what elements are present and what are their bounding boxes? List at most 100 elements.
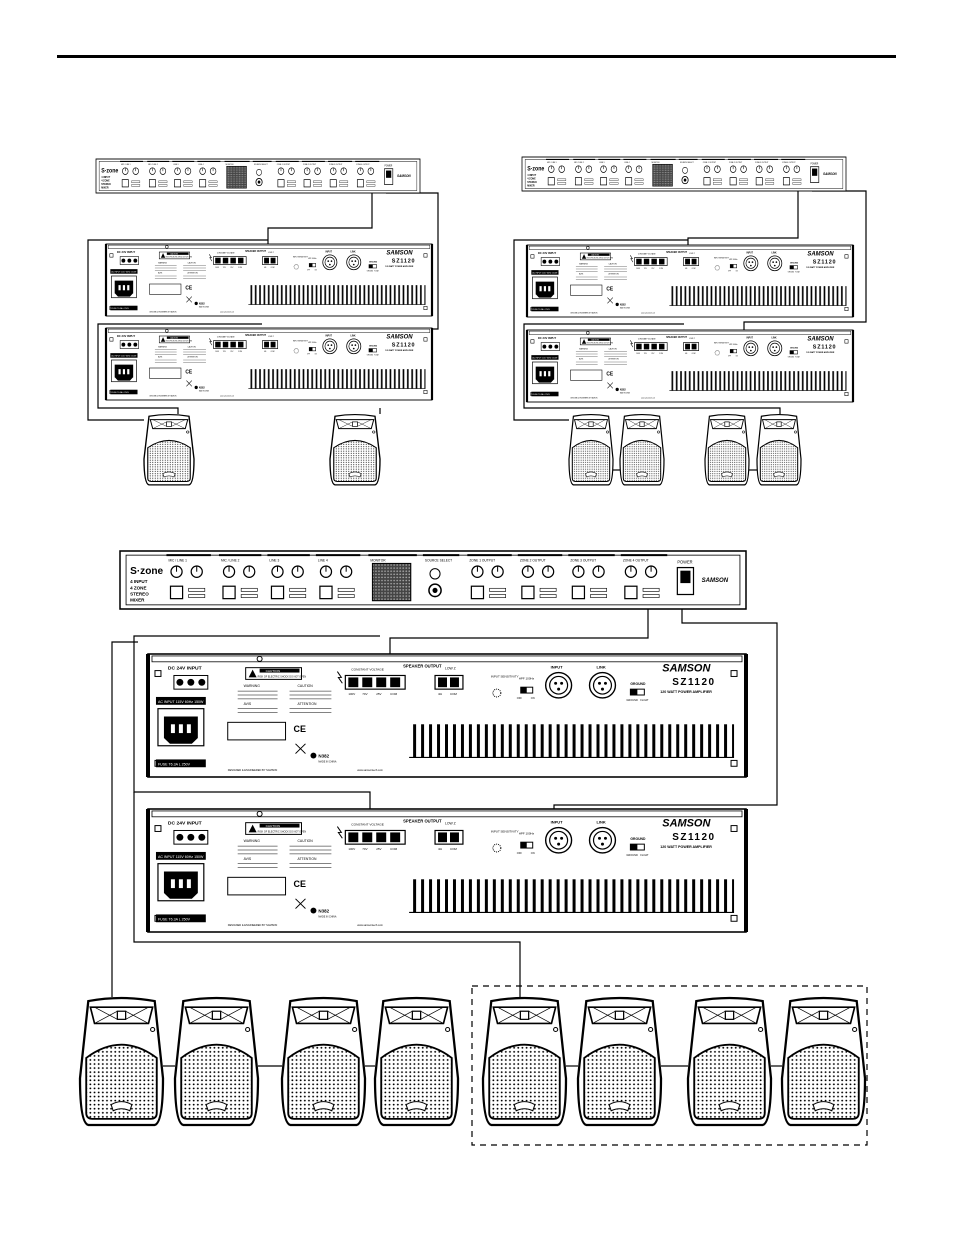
mixer-logo: S·zone bbox=[130, 566, 163, 577]
svg-text:4 ZONE: 4 ZONE bbox=[101, 179, 110, 182]
ac-input-label: AC INPUT 115V 60Hz 150W bbox=[111, 355, 136, 358]
svg-text:ON: ON bbox=[315, 269, 317, 271]
rack-screw bbox=[844, 391, 849, 396]
mixer-section-label: ZONE 4 OUTPUT bbox=[782, 162, 796, 164]
rack-screw bbox=[844, 306, 849, 311]
attention-label: ATTENTION bbox=[609, 358, 620, 361]
fuse-label: FUSE T6.3A L 250V bbox=[532, 393, 550, 396]
tap-label: 100V bbox=[636, 353, 641, 355]
button bbox=[624, 585, 638, 600]
sens-knob bbox=[293, 264, 299, 270]
button bbox=[277, 179, 285, 188]
caution-sub: RISK OF ELECTRIC SHOCK DO NOT OPEN bbox=[166, 341, 192, 343]
caution-label-2: CAUTION bbox=[609, 262, 618, 265]
caution-label: CAUTION bbox=[170, 253, 178, 256]
website: www.samsontech.com bbox=[220, 395, 235, 398]
svg-text:FLOAT: FLOAT bbox=[795, 270, 800, 273]
sens-knob bbox=[714, 350, 720, 356]
mixer-section-label: LINE 4 bbox=[318, 558, 328, 562]
xlr-input-label: INPUT bbox=[747, 338, 754, 340]
svg-text:MIXER: MIXER bbox=[130, 598, 145, 603]
ce-mark: CE bbox=[294, 879, 307, 889]
serial-label bbox=[570, 284, 603, 296]
svg-text:4 INPUT: 4 INPUT bbox=[527, 174, 536, 177]
svg-text:4 INPUT: 4 INPUT bbox=[101, 176, 110, 179]
weee-icon bbox=[295, 743, 306, 754]
cable bbox=[97, 323, 262, 414]
amp-model: SZ1120 bbox=[392, 342, 416, 348]
warning-label: WARNING bbox=[579, 347, 588, 350]
knob bbox=[471, 565, 484, 579]
svg-text:STEREO: STEREO bbox=[130, 591, 149, 596]
speaker-small-left-b bbox=[329, 413, 381, 486]
led-indicator bbox=[852, 1026, 858, 1033]
tap-label: 25V bbox=[651, 353, 655, 355]
lowz-terminal bbox=[262, 340, 279, 349]
cooling-vents bbox=[669, 371, 847, 391]
svg-text:FLOAT: FLOAT bbox=[374, 353, 379, 356]
warning-label: WARNING bbox=[244, 684, 261, 688]
mixer-section-label: MIC / LINE 2 bbox=[221, 558, 240, 562]
button bbox=[571, 585, 586, 600]
svg-text:GROUND: GROUND bbox=[626, 853, 638, 857]
speaker-large-8 bbox=[780, 996, 867, 1127]
tap-label: 70V bbox=[362, 847, 367, 851]
attention-label: ATTENTION bbox=[188, 272, 199, 275]
input-sens-label: INPUT SENSITIVITY bbox=[491, 674, 519, 678]
fuse-plate bbox=[531, 306, 559, 312]
knob bbox=[243, 565, 256, 579]
mixer-section-label: ZONE 4 OUTPUT bbox=[356, 164, 370, 166]
knob bbox=[491, 565, 504, 579]
button bbox=[199, 179, 207, 188]
caution-label: CAUTION bbox=[591, 339, 599, 342]
hazard-icon bbox=[209, 338, 213, 346]
hpf-label: HPF 100Hz bbox=[729, 259, 738, 261]
speaker-badge bbox=[608, 1101, 631, 1112]
footer-text: DESIGNED & ENGINEERED BY SAMSON bbox=[570, 312, 597, 315]
fuse-label: FUSE T6.3A L 250V bbox=[111, 391, 129, 394]
cooling-vents bbox=[669, 286, 847, 306]
tap-label: 70V bbox=[223, 267, 227, 269]
cooling-vents bbox=[248, 285, 426, 305]
mixer-section-label: MIC / LINE 1 bbox=[168, 558, 187, 562]
speaker-badge bbox=[718, 1101, 741, 1112]
cv-terminal bbox=[634, 257, 668, 266]
led-indicator bbox=[794, 430, 797, 434]
rack-screw bbox=[730, 670, 738, 677]
amp-model: SZ1120 bbox=[672, 832, 715, 843]
ac-label-plate bbox=[110, 269, 138, 274]
ce-mark: CE bbox=[606, 287, 613, 293]
svg-text:OFF: OFF bbox=[728, 355, 731, 357]
amp-subtitle: 120 WATT POWER AMPLIFIER bbox=[385, 349, 414, 352]
xlr-input-label: INPUT bbox=[747, 253, 754, 255]
dc-input-label: DC 24V INPUT bbox=[168, 666, 202, 672]
sens-knob bbox=[714, 265, 720, 271]
attention-label: ATTENTION bbox=[298, 857, 317, 861]
amp-chassis bbox=[147, 808, 747, 933]
website: www.samsontech.com bbox=[357, 768, 383, 772]
caution-sub: RISK OF ELECTRIC SHOCK DO NOT OPEN bbox=[258, 830, 307, 833]
mixer-section-label: ZONE 3 OUTPUT bbox=[755, 162, 769, 164]
attention-label: ATTENTION bbox=[609, 273, 620, 276]
speaker-badge bbox=[773, 471, 785, 478]
xlr-link-label: LINK bbox=[772, 338, 777, 340]
warning-label: WARNING bbox=[579, 262, 588, 265]
svg-text:OFF: OFF bbox=[307, 269, 310, 271]
speaker-small-left-a bbox=[143, 413, 195, 486]
button bbox=[521, 585, 535, 600]
button bbox=[625, 177, 633, 186]
mixer-section-label: ZONE 2 OUTPUT bbox=[520, 558, 546, 562]
button bbox=[148, 179, 156, 188]
lowz-label: LOW Z bbox=[689, 253, 696, 255]
rack-screw bbox=[730, 759, 738, 767]
amp-subtitle: 120 WATT POWER AMPLIFIER bbox=[806, 351, 835, 354]
speaker-small-right-a bbox=[568, 413, 614, 486]
caution-sub: RISK OF ELECTRIC SHOCK DO NOT OPEN bbox=[166, 257, 192, 259]
lowz-tap-label: 4Ω bbox=[438, 692, 443, 696]
led-indicator bbox=[657, 430, 660, 434]
knob bbox=[222, 565, 236, 579]
ac-input-label: AC INPUT 115V 60Hz 150W bbox=[158, 700, 204, 704]
amp-logo: SAMSON bbox=[662, 818, 711, 830]
input-sens-label: INPUT SENSITIVITY bbox=[714, 343, 730, 345]
